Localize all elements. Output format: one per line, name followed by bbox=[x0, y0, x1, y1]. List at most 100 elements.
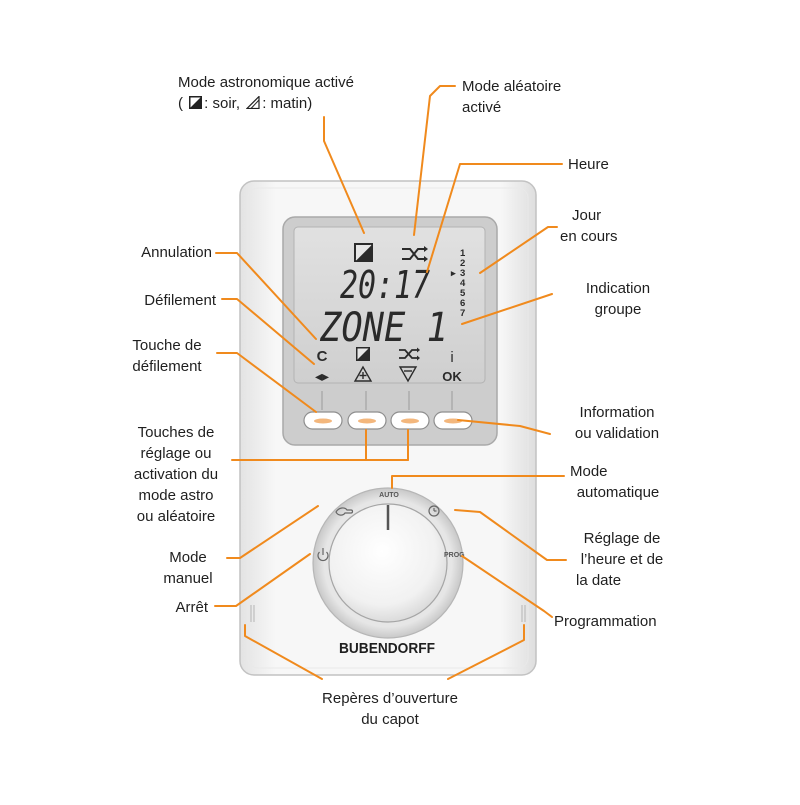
label-astro-line1: Mode astronomique activé bbox=[178, 74, 354, 91]
label-setting-line5: ou aléatoire bbox=[136, 508, 216, 525]
label-scroll-key: Touche de défilement bbox=[118, 335, 216, 377]
label-day-line1: Jour bbox=[572, 207, 602, 224]
random-icon-small bbox=[399, 347, 420, 361]
label-off-line1: Arrêt bbox=[175, 599, 208, 616]
label-astro-matin: : matin) bbox=[262, 95, 313, 112]
lcd-zone: ZONE 1 bbox=[319, 305, 448, 351]
label-cancel-line1: Annulation bbox=[141, 244, 212, 261]
label-hour-line1: Heure bbox=[568, 156, 609, 173]
minus-triangle-icon bbox=[398, 366, 418, 383]
label-time-line1: Réglage de bbox=[583, 530, 661, 547]
dial-auto-label: AUTO bbox=[379, 492, 399, 499]
leader-info bbox=[457, 419, 551, 435]
lcd-key-ok: OK bbox=[442, 369, 462, 384]
leader-astro bbox=[323, 116, 365, 234]
day-4: 4 bbox=[460, 278, 466, 289]
label-cancel: Annulation bbox=[96, 242, 212, 263]
label-time-date-setting: Réglage de l’heure et de la date bbox=[566, 528, 678, 591]
minus-key-button[interactable] bbox=[390, 411, 430, 430]
leader-touche-defilement bbox=[216, 352, 317, 413]
leader-lines bbox=[214, 85, 567, 680]
leader-reglage-heure bbox=[454, 509, 567, 561]
label-current-day: Jour en cours bbox=[560, 205, 618, 247]
label-programming-line1: Programmation bbox=[554, 613, 657, 630]
leader-reperes-left bbox=[244, 624, 323, 680]
leader-defilement bbox=[221, 298, 315, 365]
label-day-line2: en cours bbox=[560, 228, 618, 245]
label-auto-mode: Mode automatique bbox=[562, 461, 674, 503]
day-7: 7 bbox=[460, 308, 465, 319]
label-hour: Heure bbox=[568, 154, 609, 175]
physical-buttons bbox=[303, 411, 473, 430]
lcd-frame bbox=[282, 216, 498, 446]
clock-icon bbox=[428, 505, 440, 517]
label-astro-paren: ( bbox=[178, 95, 183, 112]
label-astro-mode: Mode astronomique activé ( : soir, : mat… bbox=[178, 72, 354, 114]
label-manual-line2: manuel bbox=[163, 570, 213, 587]
plus-key-button[interactable] bbox=[347, 411, 387, 430]
hand-icon bbox=[335, 507, 354, 516]
label-cover-marks: Repères d’ouverture du capot bbox=[290, 688, 490, 730]
dial-prog-label: PROG bbox=[444, 552, 465, 559]
lcd-key-c: C bbox=[317, 348, 328, 365]
label-setting-line4: mode astro bbox=[138, 487, 214, 504]
label-off: Arrêt bbox=[110, 597, 208, 618]
label-info-line1: Information bbox=[579, 404, 655, 421]
astro-icon-small bbox=[356, 347, 370, 361]
label-cover-line2: du capot bbox=[361, 711, 419, 728]
plus-triangle-icon bbox=[353, 365, 373, 382]
label-time-line2: l’heure et de bbox=[580, 551, 664, 568]
button-guides bbox=[321, 391, 453, 410]
label-scroll-key-line2: défilement bbox=[132, 358, 202, 375]
leader-groupe bbox=[461, 293, 553, 325]
label-programming: Programmation bbox=[554, 611, 657, 632]
leader-jour bbox=[479, 226, 558, 274]
evening-icon bbox=[189, 96, 203, 109]
scroll-arrows-icon: ◂▸ bbox=[315, 369, 329, 385]
label-auto-line1: Mode bbox=[570, 463, 608, 480]
label-group-line2: groupe bbox=[594, 301, 642, 318]
power-icon bbox=[317, 548, 329, 562]
leader-aleatoire bbox=[413, 85, 456, 236]
day-5: 5 bbox=[460, 288, 466, 299]
mode-dial: AUTO PROG bbox=[312, 487, 465, 639]
leader-auto bbox=[391, 475, 565, 489]
label-manual-line1: Mode bbox=[169, 549, 207, 566]
lcd-time: 20:17 bbox=[340, 263, 430, 307]
label-astro-line2: ( : soir, : matin) bbox=[178, 93, 354, 114]
leader-annulation bbox=[215, 252, 317, 340]
label-scroll-key-line1: Touche de bbox=[132, 337, 202, 354]
label-setting-line3: activation du bbox=[133, 466, 219, 483]
day-2: 2 bbox=[460, 258, 465, 269]
lcd-display: 20:17 ZONE 1 1 2 ▸ 3 4 5 6 7 C ◂▸ bbox=[315, 243, 466, 385]
label-group-line1: Indication bbox=[585, 280, 651, 297]
random-icon bbox=[402, 246, 428, 262]
day-6: 6 bbox=[460, 298, 465, 309]
label-auto-line2: automatique bbox=[576, 484, 660, 501]
label-info-line2: ou validation bbox=[574, 425, 660, 442]
label-manual-mode: Mode manuel bbox=[150, 547, 226, 589]
label-group: Indication groupe bbox=[560, 278, 676, 320]
label-random-mode: Mode aléatoire activé bbox=[462, 76, 561, 118]
brand-logo: BUBENDORFF bbox=[339, 640, 435, 657]
label-scroll: Défilement bbox=[96, 290, 216, 311]
morning-icon bbox=[245, 95, 260, 110]
label-astro-soir: : soir, bbox=[204, 95, 241, 112]
label-random-line1: Mode aléatoire bbox=[462, 78, 562, 95]
cover-marks bbox=[250, 605, 526, 622]
day-list: 1 2 ▸ 3 4 5 6 7 bbox=[450, 248, 466, 319]
lcd-key-i: i bbox=[450, 349, 453, 366]
scroll-key-button[interactable] bbox=[303, 411, 343, 430]
day-3: 3 bbox=[460, 268, 465, 279]
day-1: 1 bbox=[460, 248, 466, 259]
leader-heure bbox=[426, 163, 563, 273]
label-time-line3: la date bbox=[576, 572, 622, 589]
label-setting-keys: Touches de réglage ou activation du mode… bbox=[118, 422, 234, 527]
current-day-marker: ▸ bbox=[450, 268, 456, 278]
leader-reperes-right bbox=[447, 624, 525, 680]
label-cover-line1: Repères d’ouverture bbox=[322, 690, 458, 707]
label-info-validation: Information ou validation bbox=[552, 402, 682, 444]
label-setting-line1: Touches de bbox=[137, 424, 215, 441]
